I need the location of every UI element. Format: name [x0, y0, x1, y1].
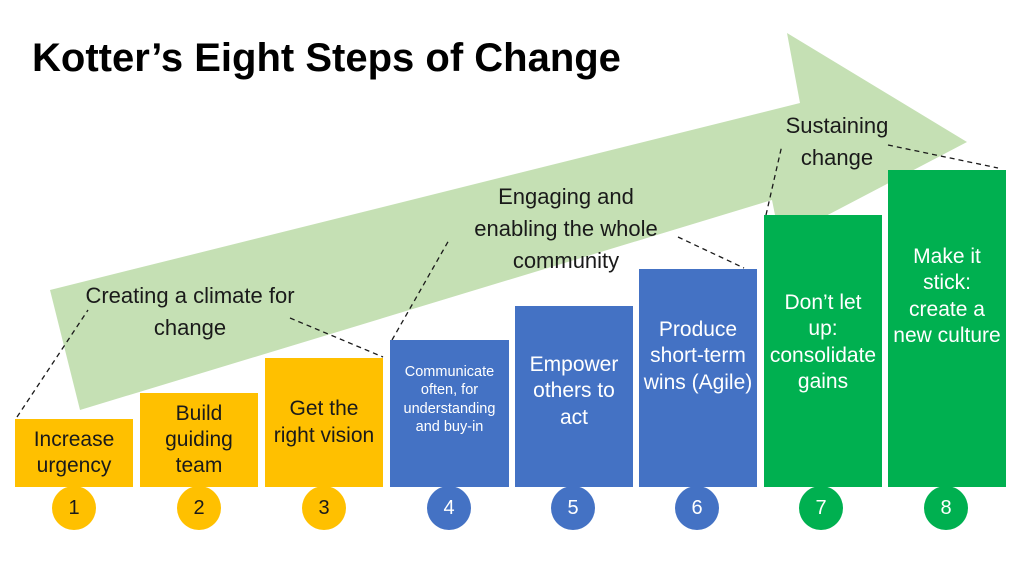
step-8-bar: Make it stick: create a new culture — [888, 170, 1006, 487]
phase-label-engaging: Engaging and enabling the whole communit… — [474, 184, 658, 273]
step-2-label: Build guiding team — [165, 401, 233, 478]
step-4-bar: Communicate often, for understanding and… — [390, 340, 509, 487]
phase-label-climate: Creating a climate for change — [85, 283, 295, 340]
connector-line — [677, 236, 745, 269]
connector-line — [391, 239, 450, 341]
step-7-number: 7 — [799, 486, 843, 530]
step-5-number: 5 — [551, 486, 595, 530]
progress-arrow — [50, 33, 967, 410]
step-2-bar: Build guiding team — [140, 393, 258, 487]
step-1-label: Increase urgency — [33, 427, 115, 477]
step-8-number: 8 — [924, 486, 968, 530]
step-7-bar: Don’t let up: consolidate gains — [764, 215, 882, 487]
step-5-bar: Empower others to act — [515, 306, 633, 487]
connector-line — [887, 144, 999, 169]
step-4-number: 4 — [427, 486, 471, 530]
phase-label-sustaining: Sustaining change — [785, 113, 889, 170]
step-6-label: Produce short-term wins (Agile) — [643, 318, 753, 394]
connector-line — [289, 317, 384, 358]
step-6-bar: Produce short-term wins (Agile) — [639, 269, 757, 487]
step-3-label: Get the right vision — [273, 397, 375, 447]
step-4-label: Communicate often, for understanding and… — [403, 364, 496, 435]
step-2-number: 2 — [177, 486, 221, 530]
step-5-label: Empower others to act — [529, 353, 619, 429]
connector-line — [765, 144, 783, 216]
step-3-bar: Get the right vision — [265, 358, 383, 487]
step-3-number: 3 — [302, 486, 346, 530]
step-1-number: 1 — [52, 486, 96, 530]
step-8-label: Make it stick: create a new culture — [893, 245, 1001, 347]
step-1-bar: Increase urgency — [15, 419, 133, 487]
page-title: Kotter’s Eight Steps of Change — [32, 36, 621, 80]
connector-line — [16, 309, 89, 418]
step-7-label: Don’t let up: consolidate gains — [769, 291, 877, 393]
step-6-number: 6 — [675, 486, 719, 530]
